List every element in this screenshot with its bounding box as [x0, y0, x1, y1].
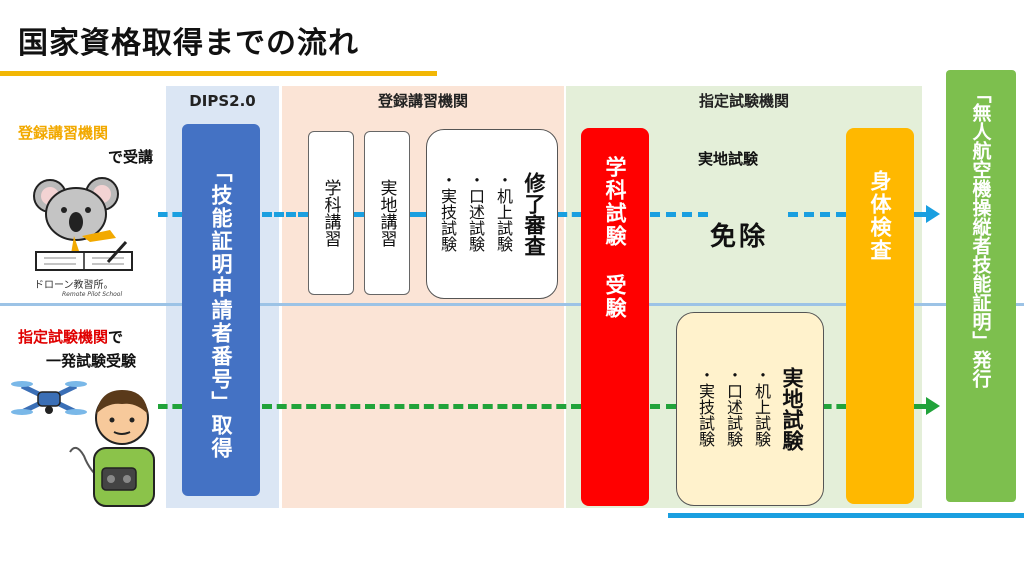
route1-label: 登録講習機関: [18, 124, 109, 142]
academic-test-box: 学科試験 受験: [581, 128, 649, 506]
route2-label-rest: で: [108, 328, 124, 346]
exemption-label: 免除: [710, 222, 769, 252]
route1-dash-segment: [558, 212, 581, 217]
route2-label-red: 指定試験機関: [18, 328, 109, 346]
physical-exam-text: 身体検査: [868, 170, 892, 262]
completion-exam-box: 修了審査 ・机上試験 ・口述試験 ・実技試験: [426, 129, 558, 299]
route1-arrow-icon: [926, 205, 940, 223]
academic-course-text: 学科講習: [320, 179, 341, 247]
route1-label-sub: で受講: [108, 148, 154, 166]
school-logo-sub: Remote Pilot School: [62, 291, 123, 298]
completion-exam-item: ・机上試験: [494, 172, 513, 252]
dips-application-text: 「技能証明申請者番号」取得: [209, 160, 233, 460]
route1-dash-segment: [158, 212, 182, 217]
completion-exam-item: ・実技試験: [438, 172, 457, 252]
route1-dash-segment: [354, 212, 364, 217]
column-header-registration: 登録講習機関: [377, 92, 468, 110]
academic-test-text: 学科試験 受験: [603, 156, 627, 320]
route1-dash-segment: [788, 212, 846, 217]
route2-label: 指定試験機関で: [18, 326, 123, 347]
physical-exam-box: 身体検査: [846, 128, 914, 504]
route2-dash-segment: [822, 404, 846, 409]
route2-label-sub: 一発試験受験: [46, 352, 137, 370]
bottom-accent-line: [668, 513, 1024, 518]
route2-arrow-icon: [926, 397, 940, 415]
practical-test-box: 実地試験 ・机上試験 ・口述試験 ・実技試験: [676, 312, 824, 506]
school-logo: ドローン教習所。: [34, 280, 114, 291]
practical-test-item: ・口述試験: [724, 367, 743, 447]
academic-course-box: 学科講習: [308, 131, 354, 295]
practical-test-item: ・机上試験: [752, 367, 771, 447]
route2-dash-segment: [262, 404, 581, 409]
practical-test-label: 実地試験: [698, 150, 759, 168]
practical-course-text: 実地講習: [376, 179, 397, 247]
practical-test-title: 実地試験: [780, 367, 804, 451]
column-header-designated: 指定試験機関: [698, 92, 789, 110]
page-title: 国家資格取得までの流れ: [18, 26, 359, 61]
title-underline: [0, 71, 437, 76]
drone-pilot-icon: [11, 381, 155, 507]
route2-dash-segment: [650, 404, 676, 409]
license-issue-text: 「無人航空機操縦者技能証明」発行: [969, 84, 992, 388]
route1-dash-segment: [262, 212, 308, 217]
dips-application-box: 「技能証明申請者番号」取得: [182, 124, 260, 496]
column-header-dips: DIPS2.0: [189, 92, 256, 110]
completion-exam-title: 修了審査: [522, 172, 546, 256]
route2-dash-segment: [914, 404, 926, 409]
practical-course-box: 実地講習: [364, 131, 410, 295]
completion-exam-item: ・口述試験: [466, 172, 485, 252]
route1-dash-segment: [650, 212, 708, 217]
route2-dash-segment: [158, 404, 182, 409]
license-issue-box: 「無人航空機操縦者技能証明」発行: [946, 70, 1016, 502]
route1-dash-segment: [914, 212, 926, 217]
route1-dash-segment: [410, 212, 426, 217]
practical-test-item: ・実技試験: [696, 367, 715, 447]
route-divider-line: [0, 303, 1024, 306]
koala-student-icon: [33, 177, 133, 271]
